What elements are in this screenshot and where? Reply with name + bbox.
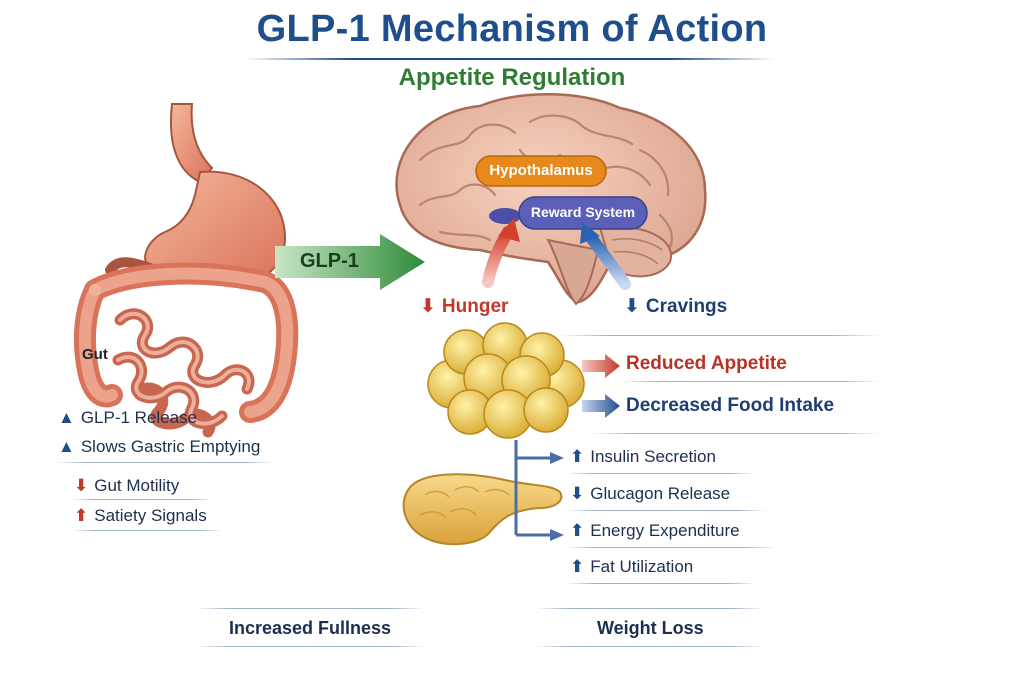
pancreas-effect-item: ⬇Glucagon Release (570, 484, 731, 503)
decreased-intake-effect: Decreased Food Intake (626, 395, 835, 416)
divider (55, 462, 275, 463)
fat-cells-illustration (427, 322, 585, 439)
outcome-weight-loss: Weight Loss (597, 618, 704, 638)
divider (195, 608, 425, 609)
pancreas-illustration (402, 473, 563, 546)
up-triangle-icon: ▲ (58, 408, 75, 427)
outcome-increased-fullness: Increased Fullness (229, 618, 392, 638)
page-title: GLP-1 Mechanism of Action (256, 8, 768, 50)
down-arrow-icon: ⬇ (624, 296, 640, 317)
divider (566, 547, 776, 548)
pancreas-effect-item: ⬆Energy Expenditure (570, 521, 740, 540)
down-arrow-icon: ⬇ (420, 296, 436, 317)
page-subtitle: Appetite Regulation (398, 64, 626, 91)
reward-system-label: Reward System (530, 204, 636, 220)
stomach-illustration (105, 103, 287, 284)
divider (195, 646, 425, 647)
divider (590, 433, 880, 434)
divider (560, 335, 880, 336)
gut-effect-item: ▲GLP-1 Release (58, 408, 198, 427)
title-divider (245, 58, 775, 60)
hunger-effect: ⬇Hunger (420, 296, 509, 317)
divider (535, 608, 765, 609)
divider (535, 646, 765, 647)
glp1-arrow-label: GLP-1 (300, 250, 359, 272)
down-arrow-icon: ⬇ (74, 476, 89, 495)
hypothalamus-label: Hypothalamus (489, 162, 593, 179)
divider (566, 473, 756, 474)
down-arrow-icon: ⬇ (570, 484, 585, 503)
reduced-appetite-effect: Reduced Appetite (626, 353, 787, 374)
hypothalamus-shape (475, 155, 607, 187)
up-arrow-icon: ⬆ (570, 521, 585, 540)
pancreas-effect-item: ⬆Insulin Secretion (570, 447, 716, 466)
divider (566, 583, 756, 584)
pancreas-effect-item: ⬆Fat Utilization (570, 557, 694, 576)
up-triangle-icon: ▲ (58, 437, 75, 456)
glp1-arrow (275, 234, 425, 290)
gut-effect-item: ⬇Gut Motility (74, 476, 180, 495)
up-arrow-icon: ⬆ (74, 506, 89, 525)
gut-effect-item: ⬆Satiety Signals (74, 506, 207, 525)
up-arrow-icon: ⬆ (570, 557, 585, 576)
divider (566, 510, 766, 511)
up-arrow-icon: ⬆ (570, 447, 585, 466)
divider (620, 381, 880, 382)
cravings-effect: ⬇Cravings (624, 296, 728, 317)
divider (72, 530, 222, 531)
gut-effect-item: ▲Slows Gastric Emptying (58, 437, 261, 456)
divider (72, 499, 212, 500)
intestine-illustration (73, 262, 299, 438)
gut-label: Gut (82, 346, 108, 363)
